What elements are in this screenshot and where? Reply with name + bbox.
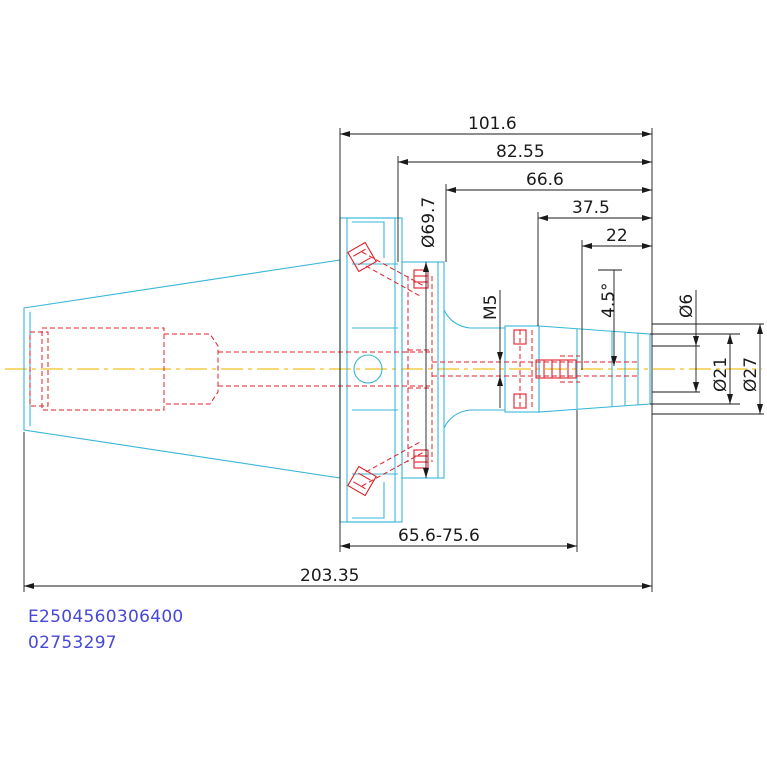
dim-101-6: 101.6 bbox=[468, 114, 517, 134]
dim-diameter-6: Ø6 bbox=[677, 294, 697, 318]
dim-82-55: 82.55 bbox=[496, 142, 545, 162]
dim-diameter-21: Ø21 bbox=[711, 357, 731, 392]
dim-diameter-27: Ø27 bbox=[741, 357, 761, 392]
hidden-features bbox=[29, 251, 640, 487]
dim-angle-4-5: 4.5° bbox=[599, 282, 619, 318]
dim-thread-m5: M5 bbox=[481, 295, 501, 320]
part-code: E2504560306400 bbox=[28, 607, 184, 627]
dimension-arrows bbox=[24, 131, 763, 589]
dim-66-6: 66.6 bbox=[526, 170, 564, 190]
dim-203-35: 203.35 bbox=[300, 566, 359, 586]
tool-outline bbox=[23, 217, 651, 523]
dim-65-6-75-6: 65.6-75.6 bbox=[398, 526, 480, 546]
order-number: 02753297 bbox=[28, 633, 117, 653]
dimension-lines bbox=[23, 128, 764, 592]
dim-22: 22 bbox=[606, 226, 628, 246]
dim-diameter-69-7: Ø69.7 bbox=[419, 197, 439, 248]
threaded-inserts bbox=[347, 241, 577, 497]
dim-37-5: 37.5 bbox=[572, 198, 610, 218]
